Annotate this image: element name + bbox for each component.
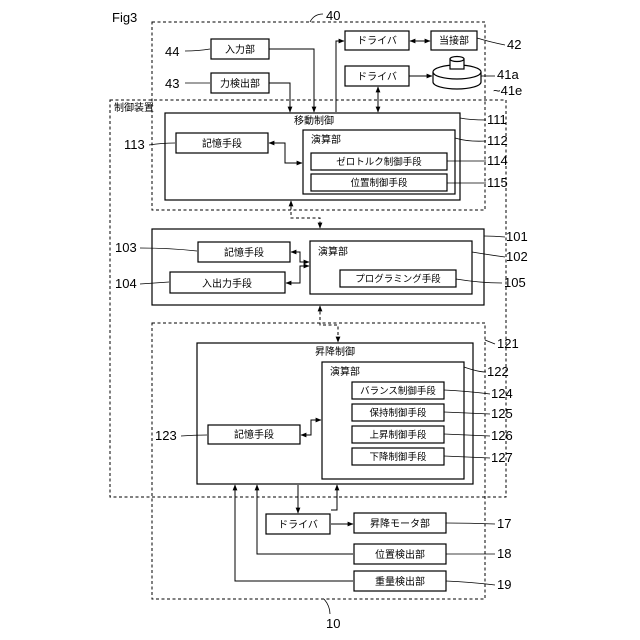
io-means-label: 入出力手段	[202, 277, 252, 290]
group-10: ドライバ 昇降モータ部 位置検出部 重量検出部	[266, 513, 446, 591]
driver-label-motor: ドライバ	[357, 71, 397, 83]
lower-control-label: 下降制御手段	[369, 451, 427, 463]
ref-123: 123	[155, 428, 177, 443]
ref-125: 125	[491, 406, 513, 421]
ref-103: 103	[115, 240, 137, 255]
ref-112: 112	[487, 133, 508, 148]
ref-43: 43	[165, 76, 179, 91]
computing-part-label-112: 演算部	[311, 133, 341, 146]
ref-44: 44	[165, 44, 179, 59]
ref-41a: 41a	[497, 67, 519, 82]
holding-control-label: 保持制御手段	[369, 407, 427, 419]
ref-10: 10	[326, 616, 340, 631]
ref-113: 113	[124, 137, 145, 152]
weight-detection-label: 重量検出部	[375, 575, 425, 588]
ref-115: 115	[487, 175, 508, 190]
figure-title: Fig3	[112, 10, 137, 25]
ref-121: 121	[497, 336, 519, 351]
contact-part-label: 当接部	[439, 34, 469, 47]
ref-40: 40	[326, 8, 340, 23]
ref-126: 126	[491, 428, 513, 443]
reference-numerals: 40 42 44 43 41a ~41e 111 112 113 114 115…	[115, 8, 528, 631]
programming-label: プログラミング手段	[355, 273, 441, 285]
movement-control: 移動制御 記憶手段 演算部 ゼロトルク制御手段 位置制御手段	[165, 113, 460, 200]
ref-42: 42	[507, 37, 521, 52]
ref-122: 122	[487, 364, 509, 379]
input-part-label: 入力部	[225, 43, 255, 56]
lift-motor-label: 昇降モータ部	[370, 517, 430, 530]
ref-105: 105	[504, 275, 526, 290]
movement-control-title: 移動制御	[294, 114, 334, 127]
computing-part-label-122: 演算部	[330, 365, 360, 378]
storage-means-label-123: 記憶手段	[234, 428, 274, 441]
ref-111: 111	[487, 112, 507, 127]
ref-104: 104	[115, 276, 137, 291]
motor-icon	[433, 57, 481, 90]
storage-means-label-103: 記憶手段	[224, 246, 264, 259]
ref-124: 124	[491, 386, 513, 401]
ref-114: 114	[487, 153, 508, 168]
raise-control-label: 上昇制御手段	[369, 429, 427, 441]
ref-19: 19	[497, 577, 511, 592]
storage-means-label-113: 記憶手段	[202, 137, 242, 150]
position-control-label: 位置制御手段	[350, 177, 408, 189]
ref-101: 101	[506, 229, 528, 244]
zero-torque-label: ゼロトルク制御手段	[336, 156, 422, 168]
control-device-title: 制御装置	[114, 101, 154, 114]
group-40: ドライバ 当接部 入力部 ドライバ 力検出部	[211, 31, 481, 93]
ref-17: 17	[497, 516, 511, 531]
lift-control: 昇降制御 記憶手段 演算部 バランス制御手段 保持制御手段 上昇制御手段 下降制…	[197, 343, 473, 484]
ref-41e: ~41e	[493, 83, 522, 98]
balance-control-label: バランス制御手段	[360, 385, 436, 397]
main-unit: 記憶手段 入出力手段 演算部 プログラミング手段	[152, 229, 484, 305]
lift-control-title: 昇降制御	[315, 345, 355, 358]
driver-label-top: ドライバ	[357, 35, 397, 47]
computing-part-label-102: 演算部	[318, 245, 348, 258]
ref-18: 18	[497, 546, 511, 561]
ref-102: 102	[506, 249, 528, 264]
driver-label-lift: ドライバ	[278, 519, 318, 531]
force-detection-label: 力検出部	[220, 77, 260, 90]
ref-127: 127	[491, 450, 513, 465]
position-detection-label: 位置検出部	[375, 548, 425, 561]
